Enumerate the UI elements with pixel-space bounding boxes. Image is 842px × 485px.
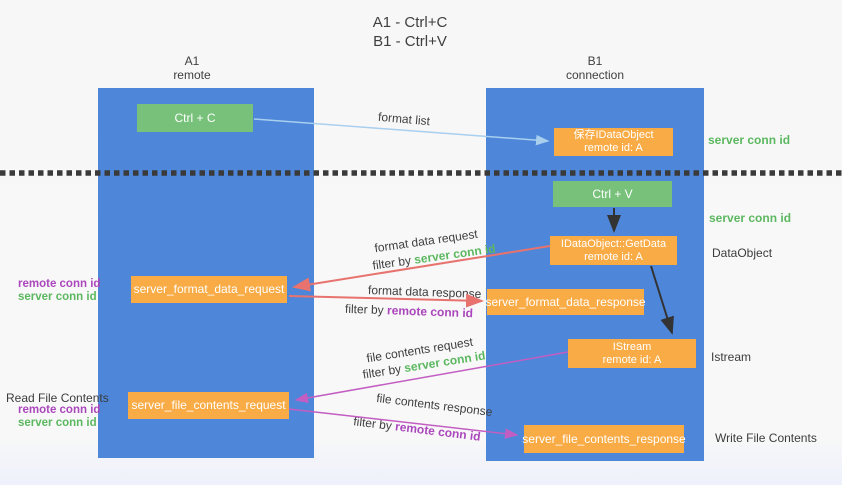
annotation-conn-pair-1: remote conn id server conn id <box>18 278 101 304</box>
node-ctrl-v-label: Ctrl + V <box>592 187 633 201</box>
node-server-file-contents-response-label: server_file_contents_response <box>522 431 686 446</box>
lane-header-b1: B1 connection <box>486 54 704 82</box>
node-save-idataobject-line2: remote id: A <box>584 142 643 154</box>
node-getdata-line1: IDataObject::GetData <box>560 237 667 250</box>
title-line-copy: A1 - Ctrl+C <box>372 14 448 31</box>
lane-b1-title: B1 <box>587 54 603 68</box>
node-server-file-contents-request-label: server_file_contents_request <box>131 398 286 412</box>
label-file-contents-response: file contents response <box>375 390 494 420</box>
node-istream: IStream remote id: A <box>568 339 696 368</box>
server-conn-id-label: server conn id <box>18 417 97 429</box>
annotation-conn-pair-2: remote conn id server conn id <box>18 404 101 430</box>
node-server-format-data-response: server_format_data_response <box>485 289 646 315</box>
lane-a1-subtitle: remote <box>173 68 211 82</box>
diagram-title: A1 - Ctrl+C B1 - Ctrl+V <box>0 13 831 51</box>
remote-conn-id-text: remote conn id <box>386 303 474 321</box>
remote-conn-id-text: remote conn id <box>394 419 482 444</box>
annotation-istream: Istream <box>711 350 752 364</box>
lane-a1-title: A1 <box>184 54 200 68</box>
lane-b1-subtitle: connection <box>565 68 625 82</box>
remote-conn-id-label: remote conn id <box>18 278 101 290</box>
label-format-list: format list <box>377 109 431 129</box>
filter-by-text: filter by <box>352 414 393 433</box>
lane-header-a1: A1 remote <box>84 54 300 82</box>
node-ctrl-c: Ctrl + C <box>137 104 253 132</box>
node-server-format-data-response-label: server_format_data_response <box>485 294 646 309</box>
node-istream-line1: IStream <box>612 340 652 353</box>
label-filter-by-remote-conn-id-2: filter by remote conn id <box>353 414 482 444</box>
node-istream-line2: remote id: A <box>602 353 662 366</box>
server-conn-id-label: server conn id <box>18 291 97 303</box>
annotation-dataobject: DataObject <box>712 246 773 260</box>
node-server-file-contents-response: server_file_contents_response <box>522 425 686 453</box>
annotation-read-file-contents: Read File Contents <box>6 391 109 405</box>
node-save-idataobject-line1: 保存IDataObject <box>573 129 654 141</box>
filter-by-text: filter by <box>344 301 384 318</box>
annotation-server-conn-id-1: server conn id <box>708 133 791 147</box>
node-server-format-data-request-label: server_format_data_request <box>133 282 285 296</box>
annotation-write-file-contents: Write File Contents <box>715 431 817 445</box>
node-ctrl-v: Ctrl + V <box>553 181 672 207</box>
node-save-idataobject: 保存IDataObject remote id: A <box>554 128 673 156</box>
title-line-paste: B1 - Ctrl+V <box>373 33 447 50</box>
node-server-format-data-request: server_format_data_request <box>131 276 287 303</box>
label-format-data-response: format data response <box>367 283 482 301</box>
node-getdata-line2: remote id: A <box>584 250 643 263</box>
node-idataobject-getdata: IDataObject::GetData remote id: A <box>550 236 677 265</box>
annotation-server-conn-id-2: server conn id <box>709 211 792 225</box>
filter-by-text: filter by <box>371 253 412 273</box>
node-server-file-contents-request: server_file_contents_request <box>128 392 289 419</box>
node-ctrl-c-label: Ctrl + C <box>174 111 216 125</box>
label-filter-by-remote-conn-id-1: filter by remote conn id <box>345 302 473 320</box>
remote-conn-id-label: remote conn id <box>18 404 101 416</box>
